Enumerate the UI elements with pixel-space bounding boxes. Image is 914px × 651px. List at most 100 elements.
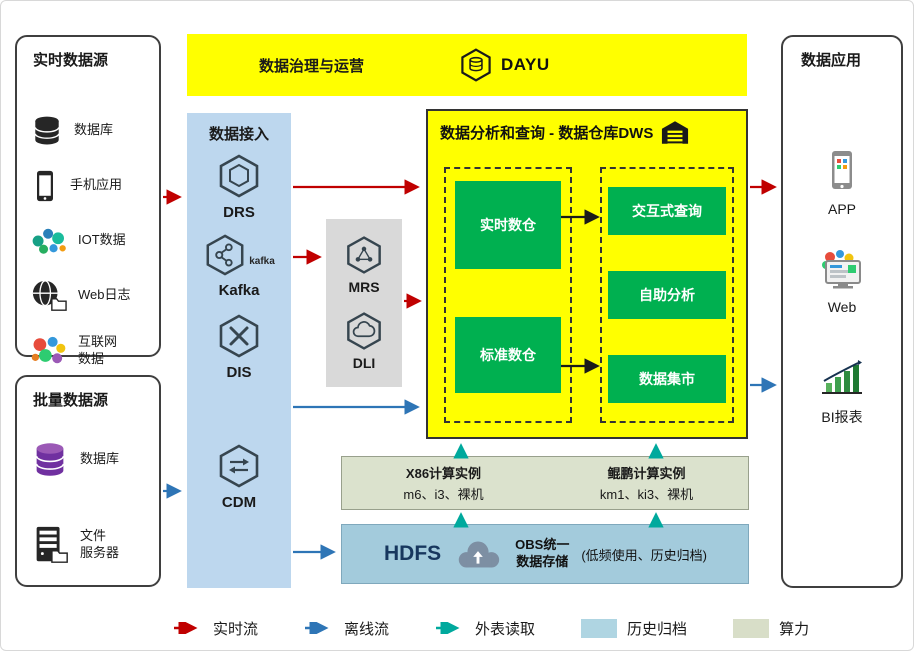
source-label: 文件 服务器 bbox=[80, 527, 120, 560]
ingestion-label: Kafka bbox=[218, 282, 260, 299]
legend-item-compute: 算力 bbox=[733, 618, 809, 639]
drs-icon bbox=[216, 153, 262, 199]
source-item-iot: IOT数据 bbox=[17, 213, 159, 268]
ingestion-item-cdm: CDM bbox=[187, 443, 291, 511]
source-item-database: 数据库 bbox=[17, 103, 159, 158]
weblog-icon bbox=[29, 278, 69, 314]
internet-icon bbox=[29, 333, 69, 369]
iot-icon bbox=[29, 224, 69, 258]
ingestion-panel: 数据接入 DRS bbox=[187, 113, 291, 588]
realtime-warehouse-box: 实时数仓 bbox=[455, 181, 561, 269]
x86-compute-title: X86计算实例 bbox=[405, 466, 482, 481]
legend: 实时流 离线流 外表读取 历史归档 bbox=[173, 613, 809, 643]
app-phone-icon bbox=[825, 149, 859, 193]
processing-panel: MRS DLI bbox=[326, 219, 402, 387]
realtime-sources-title: 实时数据源 bbox=[33, 52, 109, 69]
processing-item-dli: DLI bbox=[344, 311, 384, 371]
dayu-brand: DAYU bbox=[459, 48, 550, 82]
source-label: 互联网 数据 bbox=[78, 333, 118, 366]
legend-label: 离线流 bbox=[344, 620, 390, 638]
source-label: Web日志 bbox=[78, 287, 131, 303]
applications-panel: 数据应用 APP bbox=[781, 35, 903, 588]
application-item-bi: BI报表 bbox=[783, 359, 901, 427]
source-label: IOT数据 bbox=[78, 232, 126, 248]
phone-icon bbox=[29, 168, 61, 204]
warehouse-group bbox=[444, 167, 572, 423]
obs-note: (低频使用、历史归档) bbox=[581, 547, 708, 563]
x86-compute: X86计算实例 m6、i3、裸机 bbox=[342, 457, 545, 509]
mrs-icon bbox=[344, 235, 384, 275]
legend-item-external: 外表读取 bbox=[435, 618, 535, 639]
hdfs-label: HDFS bbox=[384, 542, 442, 565]
ingestion-label: DRS bbox=[223, 204, 255, 221]
source-item-mobile: 手机应用 bbox=[17, 158, 159, 213]
x86-compute-detail: m6、i3、裸机 bbox=[403, 487, 484, 502]
external-read-arrow-icon bbox=[435, 622, 465, 634]
storage-panel: HDFS OBS统一 数据存储 (低频使用、历史归档) bbox=[341, 524, 749, 584]
ingestion-item-drs: DRS bbox=[187, 153, 291, 221]
file-server-icon bbox=[29, 524, 71, 566]
obs-title: OBS统一 数据存储 bbox=[515, 537, 569, 571]
legend-label: 外表读取 bbox=[475, 620, 536, 638]
obs-line2: 数据存储 bbox=[516, 554, 569, 569]
cdm-icon bbox=[216, 443, 262, 489]
standard-warehouse-box: 标准数仓 bbox=[455, 317, 561, 393]
governance-title: 数据治理与运营 bbox=[259, 57, 365, 75]
source-label: 数据库 bbox=[80, 451, 120, 467]
data-mart-box: 数据集市 bbox=[608, 355, 726, 403]
compute-swatch bbox=[733, 618, 770, 638]
batch-sources-panel: 批量数据源 数据库 bbox=[15, 375, 161, 587]
processing-item-mrs: MRS bbox=[344, 235, 384, 295]
dayu-icon bbox=[459, 48, 493, 82]
database-purple-icon bbox=[29, 439, 71, 481]
offline-flow-arrow-icon bbox=[304, 622, 334, 634]
legend-label: 历史归档 bbox=[627, 620, 688, 638]
ingestion-label: CDM bbox=[221, 494, 257, 511]
application-item-app: APP bbox=[783, 149, 901, 217]
dws-panel: 数据分析和查询 - 数据仓库DWS 实时数仓 标准数仓 交互式查询 自助分析 数… bbox=[426, 109, 748, 439]
dws-title: 数据分析和查询 - 数据仓库DWS bbox=[440, 125, 654, 142]
source-item-file-server: 文件 服务器 bbox=[17, 502, 159, 587]
obs-line1: OBS统一 bbox=[515, 537, 570, 553]
dayu-label: DAYU bbox=[501, 55, 550, 74]
legend-item-archive: 历史归档 bbox=[581, 618, 687, 639]
application-item-web: Web bbox=[783, 249, 901, 315]
kafka-logo-text: kafka bbox=[249, 256, 275, 267]
source-item-batch-database: 数据库 bbox=[17, 417, 159, 502]
kafka-icon bbox=[203, 233, 247, 277]
dis-icon bbox=[216, 313, 262, 359]
bi-chart-icon bbox=[818, 359, 866, 399]
processing-label: MRS bbox=[348, 279, 380, 295]
realtime-sources-panel: 实时数据源 数据库 bbox=[15, 35, 161, 366]
realtime-flow-arrow-icon bbox=[173, 622, 203, 634]
kunpeng-compute-title: 鲲鹏计算实例 bbox=[607, 466, 686, 481]
source-item-weblog: Web日志 bbox=[17, 268, 159, 323]
dli-icon bbox=[344, 311, 384, 351]
legend-item-realtime: 实时流 bbox=[173, 618, 258, 639]
ingestion-label: DIS bbox=[226, 364, 252, 381]
self-service-analysis-box: 自助分析 bbox=[608, 271, 726, 319]
compute-panel: X86计算实例 m6、i3、裸机 鲲鹏计算实例 km1、ki3、裸机 bbox=[341, 456, 749, 510]
application-label: APP bbox=[827, 201, 856, 217]
kunpeng-compute-detail: km1、ki3、裸机 bbox=[599, 487, 694, 502]
legend-label: 算力 bbox=[779, 620, 810, 638]
source-label: 手机应用 bbox=[70, 177, 123, 193]
ingestion-title: 数据接入 bbox=[208, 126, 269, 143]
legend-label: 实时流 bbox=[213, 620, 259, 638]
archive-swatch bbox=[581, 618, 618, 638]
batch-sources-title: 批量数据源 bbox=[33, 392, 109, 409]
obs-cloud-icon bbox=[453, 537, 503, 571]
web-monitor-icon bbox=[818, 249, 866, 291]
source-item-internet: 互联网 数据 bbox=[17, 323, 159, 378]
governance-bar: 数据治理与运营 DAYU bbox=[187, 34, 747, 96]
ingestion-item-kafka: kafka Kafka bbox=[187, 233, 291, 299]
legend-item-offline: 离线流 bbox=[304, 618, 389, 639]
ingestion-item-dis: DIS bbox=[187, 313, 291, 381]
processing-label: DLI bbox=[352, 355, 376, 371]
kunpeng-compute: 鲲鹏计算实例 km1、ki3、裸机 bbox=[545, 457, 748, 509]
application-label: BI报表 bbox=[821, 409, 863, 425]
source-label: 数据库 bbox=[74, 122, 114, 138]
applications-title: 数据应用 bbox=[801, 52, 862, 69]
warehouse-icon bbox=[661, 120, 689, 145]
